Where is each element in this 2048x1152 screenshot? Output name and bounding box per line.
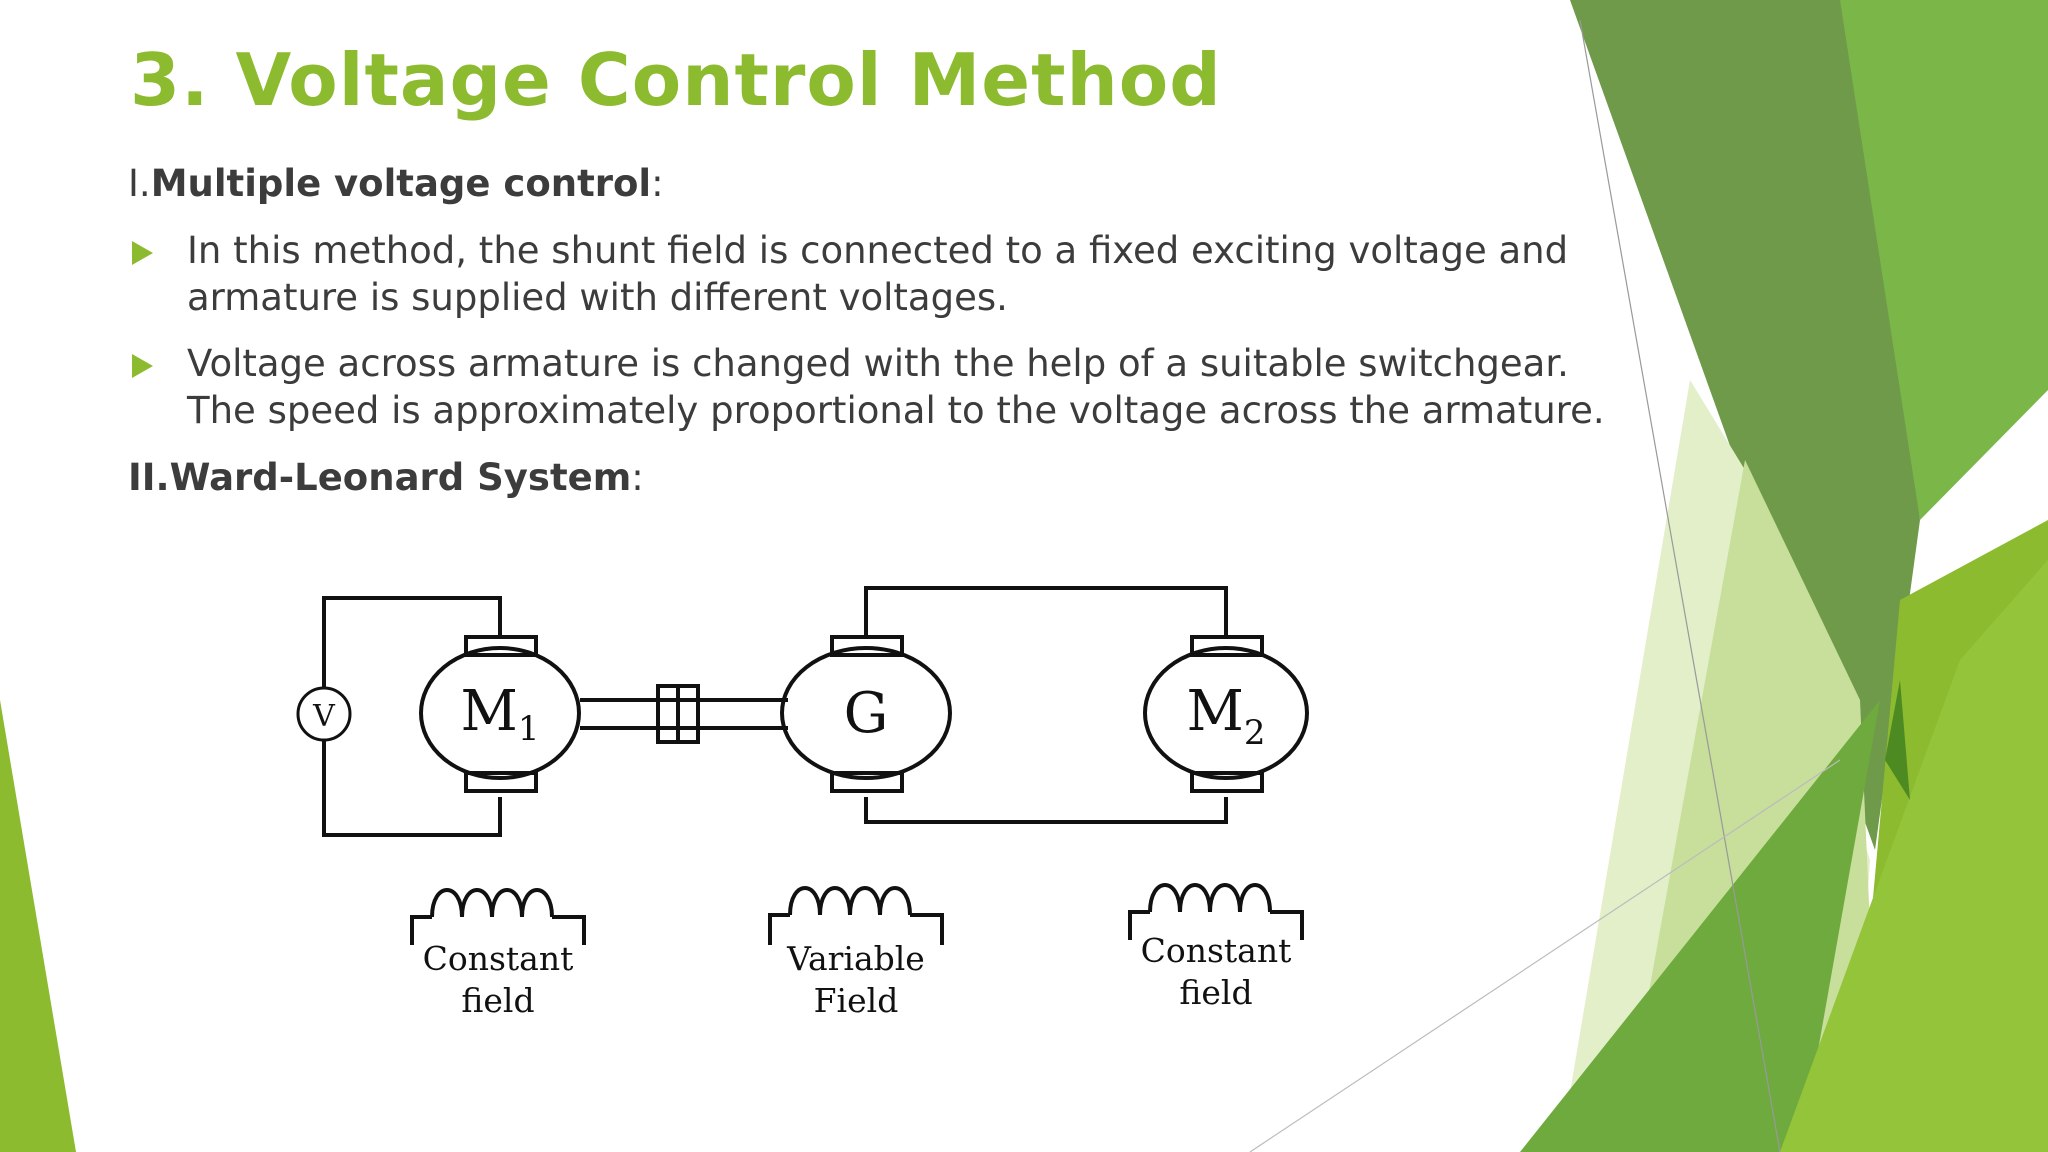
brush: [464, 635, 538, 657]
machine-letter: G: [844, 681, 889, 746]
left-green-shard: [0, 700, 76, 1152]
machine-subscript: 1: [518, 709, 540, 749]
section-bold-label: Multiple voltage control: [150, 162, 652, 205]
field-coil-variable: [768, 886, 944, 945]
right-dark-facet: [1570, 0, 1920, 850]
bullet-arrow-icon: [132, 354, 153, 378]
field-coil-constant-2: [1128, 883, 1304, 940]
thin-diagonal-line: [1249, 759, 1841, 1152]
machine-subscript: 2: [1244, 713, 1266, 753]
field-coil-constant-1: [410, 888, 586, 945]
bottom-dark-green-facet: [1520, 700, 1880, 1152]
motor-m1-circle: [419, 646, 581, 780]
voltmeter-label: V: [312, 699, 336, 734]
voltmeter-circle: [296, 686, 352, 742]
bullet-text-line: The speed is approximately proportional …: [187, 389, 1605, 432]
field-label-line2: field: [1179, 973, 1252, 1012]
section-suffix: :: [651, 162, 664, 205]
brush: [1190, 635, 1264, 657]
field-label-line2: field: [461, 981, 534, 1020]
right-upper-facet: [1840, 0, 2048, 520]
bullet-arrow-icon: [132, 241, 153, 265]
slide-title: 3. Voltage Control Method: [130, 38, 1222, 122]
wire: [322, 732, 502, 837]
brush: [830, 635, 904, 657]
wire: [322, 596, 502, 696]
generator-g-circle: [780, 646, 952, 780]
machine-letter: M: [461, 679, 518, 744]
field-label-line1: Constant: [1141, 931, 1292, 970]
machine-label-g: G: [844, 681, 889, 746]
machine-label-m1: M1: [461, 679, 540, 749]
field-label-line1: Constant: [423, 939, 574, 978]
section-heading-ward-leonard: II.Ward-Leonard System:: [128, 456, 644, 499]
section-suffix: :: [631, 456, 644, 499]
brush: [464, 771, 538, 793]
bullet-item: In this method, the shunt field is conne…: [128, 227, 1569, 321]
machine-label-m2: M2: [1187, 679, 1266, 753]
wire: [864, 797, 1228, 824]
wire: [864, 586, 1228, 637]
field-label-line1: Variable: [786, 939, 925, 978]
bullet-item: Voltage across armature is changed with …: [128, 340, 1605, 434]
motor-m2-circle: [1143, 646, 1309, 780]
section-heading-multiple-voltage: I.Multiple voltage control:: [128, 162, 664, 205]
section-bold-label: II.Ward-Leonard System: [128, 456, 632, 499]
brush: [1190, 771, 1264, 793]
field-label-line2: Field: [814, 981, 899, 1020]
machine-letter: M: [1187, 679, 1244, 744]
brush: [830, 771, 904, 793]
right-lower-facet: [1780, 560, 2048, 1152]
bullet-text-line: armature is supplied with different volt…: [187, 276, 1008, 319]
thin-diagonal-line: [1579, 19, 1781, 1152]
bullet-text-line: Voltage across armature is changed with …: [187, 342, 1569, 385]
deep-green-sliver: [1885, 680, 1910, 800]
bullet-text-line: In this method, the shunt field is conne…: [187, 229, 1569, 272]
section-prefix: I.: [128, 162, 151, 205]
